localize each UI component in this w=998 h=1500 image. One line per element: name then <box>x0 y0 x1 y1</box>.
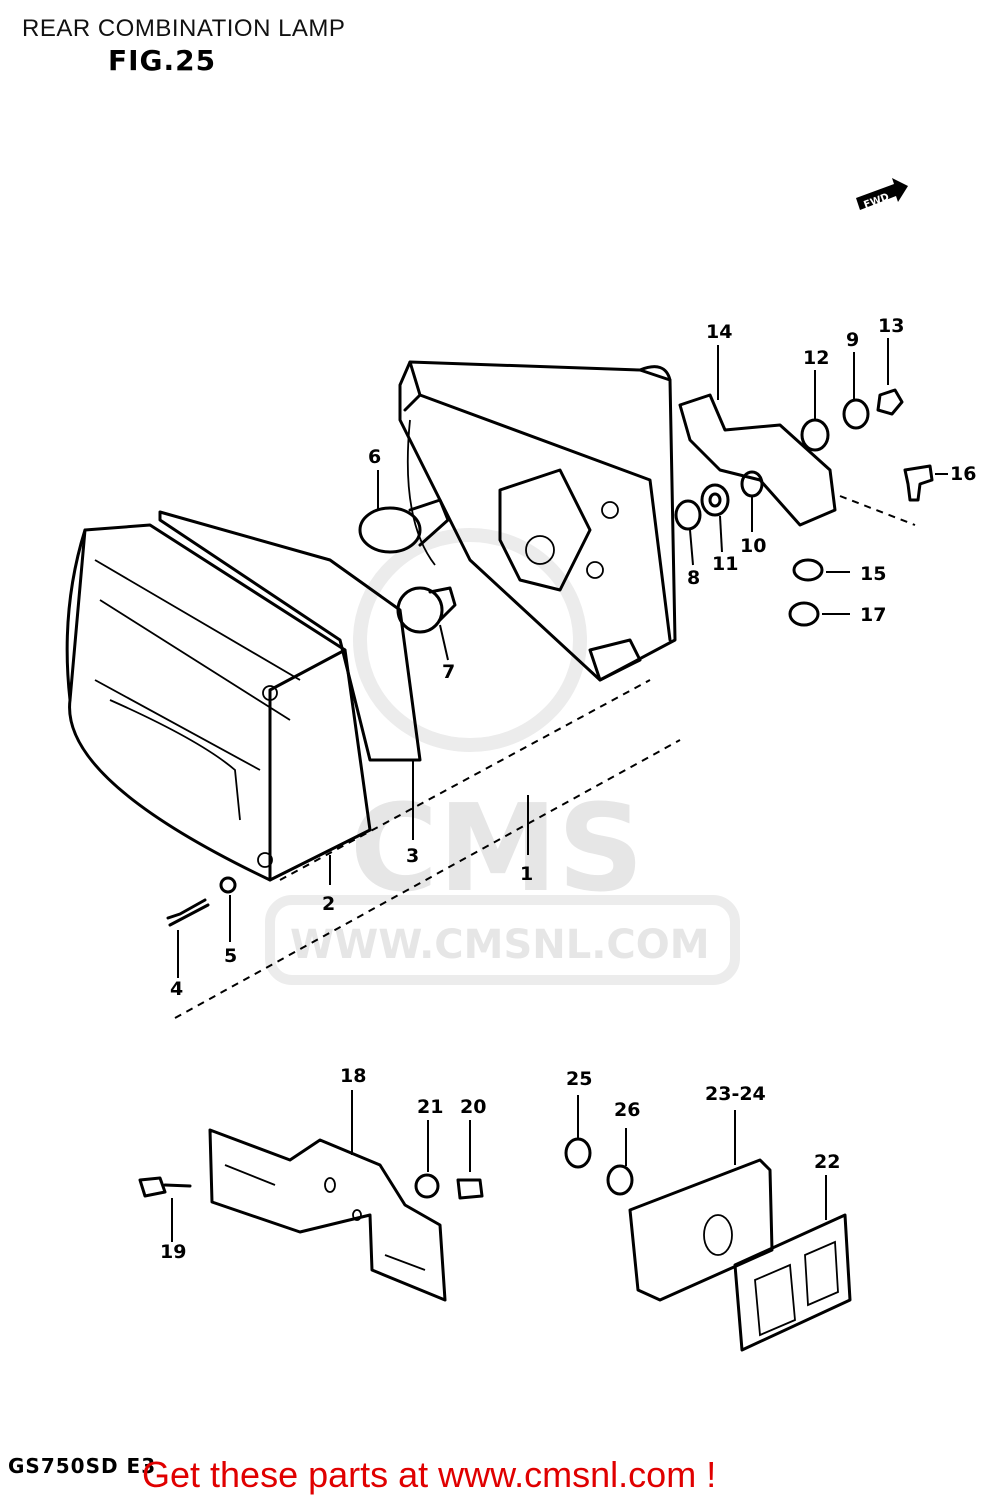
assembly-line <box>174 739 681 1019</box>
callout-16: 16 <box>950 463 976 485</box>
callouts: 1 2 3 4 5 6 7 8 9 10 11 12 13 14 15 16 1… <box>160 315 976 1263</box>
bracket <box>678 393 837 527</box>
bulb-6 <box>358 498 450 554</box>
callout-13: 13 <box>878 315 904 337</box>
callout-20: 20 <box>460 1096 486 1118</box>
nut-20-21 <box>414 1120 484 1200</box>
callout-12: 12 <box>803 347 829 369</box>
callout-26: 26 <box>614 1099 640 1121</box>
model-code: GS750SD E3 <box>8 1454 157 1478</box>
watermark: CMS WWW.CMSNL.COM <box>265 528 740 985</box>
callout-2: 2 <box>322 893 335 915</box>
figure-label: FIG.25 <box>108 44 217 77</box>
footer-link[interactable]: Get these parts at www.cmsnl.com ! <box>142 1454 717 1495</box>
bolt-19 <box>138 1176 192 1242</box>
callout-22: 22 <box>814 1151 840 1173</box>
callout-25: 25 <box>566 1068 592 1090</box>
bulb-7 <box>396 586 457 634</box>
watermark-url: WWW.CMSNL.COM <box>290 922 710 968</box>
watermark-logo: CMS <box>350 780 644 919</box>
callout-1: 1 <box>520 863 533 885</box>
callout-18: 18 <box>340 1065 366 1087</box>
callout-9: 9 <box>846 329 859 351</box>
callout-19: 19 <box>160 1241 186 1263</box>
callout-17: 17 <box>860 604 886 626</box>
page-title: REAR COMBINATION LAMP <box>22 15 346 42</box>
callout-14: 14 <box>706 321 732 343</box>
callout-21: 21 <box>417 1096 443 1118</box>
callout-4: 4 <box>170 978 183 1000</box>
lamp-housing <box>398 360 677 682</box>
callout-5: 5 <box>224 945 237 967</box>
callout-15: 15 <box>860 563 886 585</box>
callout-7: 7 <box>442 661 455 683</box>
callout-23-24: 23-24 <box>705 1083 766 1105</box>
washer-5 <box>219 876 237 894</box>
fasteners <box>674 388 934 627</box>
leader-lines <box>177 338 948 978</box>
screw-4 <box>166 898 210 927</box>
license-lamp <box>564 1095 852 1352</box>
callout-11: 11 <box>712 553 738 575</box>
assembly-line-2 <box>279 679 651 881</box>
lamp-lens <box>65 523 372 882</box>
callout-8: 8 <box>687 567 700 589</box>
license-bracket <box>208 1090 447 1302</box>
callout-3: 3 <box>406 845 419 867</box>
assembly-line-3 <box>839 495 916 526</box>
callout-10: 10 <box>740 535 766 557</box>
lamp-gasket <box>158 510 422 762</box>
callout-6: 6 <box>368 446 381 468</box>
forward-arrow-icon: FWD <box>854 176 910 221</box>
